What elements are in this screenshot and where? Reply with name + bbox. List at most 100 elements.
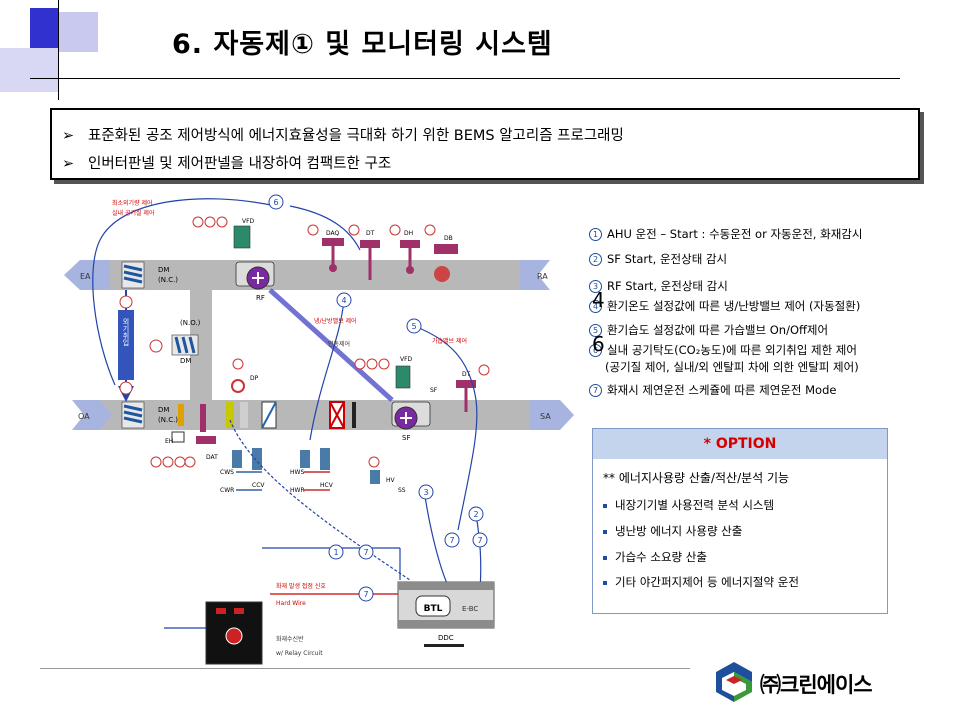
damper-mid-icon: [171, 334, 199, 356]
cwr-label: CWR: [220, 487, 234, 494]
company-logo-icon: [716, 662, 752, 702]
note-relay: w/ Relay Circuit: [276, 650, 323, 657]
note-fire-panel: 화재수신반: [276, 635, 304, 643]
dp-label: DP: [250, 375, 259, 382]
bullet-icon: [603, 503, 607, 508]
electric-heater-icon: [171, 404, 185, 443]
dat-label: DAT: [206, 454, 218, 461]
bullet-icon: [603, 580, 607, 585]
ai-markers: [232, 224, 490, 376]
svg-text:7: 7: [449, 536, 454, 545]
ddc-controller-icon: BTL E-BC: [397, 581, 495, 647]
fire-panel-icon: [205, 601, 263, 665]
option-item: 기타 야간퍼지제어 등 에너지절약 운전: [603, 574, 799, 590]
svg-text:2: 2: [473, 510, 478, 519]
sf-label: SF: [402, 434, 410, 442]
ea-label: EA: [80, 272, 91, 281]
damper-oa-icon: [121, 401, 145, 429]
oa-point-circles: [150, 456, 196, 468]
corner-square-lavender-2: [0, 48, 58, 92]
hv-valve-icon: [368, 456, 380, 484]
hcv-label: HCV: [320, 482, 334, 489]
interlock-line: [268, 288, 394, 402]
ccv-valve-icon: [232, 448, 262, 470]
svg-text:6: 6: [273, 198, 278, 207]
ea-arrow: [64, 260, 110, 290]
dm-top-sub: (N.C.): [158, 276, 178, 284]
ahu-control-diagram: EA RA OA SA DM (N.C.) (N.O.) DM DM (N.C.…: [64, 194, 574, 665]
svg-text:4: 4: [341, 296, 346, 305]
company-name: ㈜크린에이스: [760, 673, 873, 697]
vfd2-label: VFD: [400, 356, 413, 363]
dh-label: DH: [404, 230, 413, 237]
corner-square-lavender: [58, 12, 98, 52]
vertical-label: 외기취입: [122, 317, 130, 346]
dh-sensor-icon: [400, 240, 420, 274]
sa-arrow: [530, 400, 574, 430]
eh-label: EH: [165, 438, 173, 445]
overlay-digit: 4: [592, 288, 605, 312]
option-header: * OPTION: [593, 429, 887, 459]
feature-box: ➢표준화된 공조 제어방식에 에너지효율성을 극대화 하기 위한 BEMS 알고…: [50, 108, 920, 180]
ccv-label: CCV: [252, 482, 265, 489]
hcv-valve-icon: [300, 448, 330, 470]
dm-bot-sub: (N.C.): [158, 416, 178, 424]
vfd2-point-circles: [354, 358, 390, 370]
sa-label: SA: [540, 412, 551, 421]
daq-sensor-icon: [322, 238, 344, 272]
damper-ea-icon: [121, 261, 145, 289]
dt1-sensor-icon: [360, 240, 380, 280]
dat-sensor-icon: [196, 404, 216, 444]
svg-text:BTL: BTL: [424, 604, 443, 614]
option-item: 내장기기별 사용전력 분석 시스템: [603, 497, 774, 513]
db-label: DB: [444, 235, 453, 242]
hwr-label: HWR: [290, 487, 305, 494]
ra-label: RA: [537, 272, 548, 281]
feature-item: ➢인버터판넬 및 제어판넬을 내장하여 컴팩트한 구조: [62, 156, 392, 172]
svg-text:7: 7: [363, 548, 368, 557]
option-subtitle: ** 에너지사용량 산출/적산/분석 기능: [603, 471, 790, 485]
option-panel: * OPTION ** 에너지사용량 산출/적산/분석 기능 내장기기별 사용전…: [592, 428, 888, 614]
return-fan-icon: [235, 261, 275, 290]
option-item: 가습수 소요량 산출: [603, 549, 707, 565]
db-sensor-icon: [434, 244, 458, 282]
svg-text:3: 3: [423, 488, 428, 497]
dm-top-label: DM: [158, 266, 169, 274]
dm-mid-label: DM: [180, 357, 191, 365]
return-duct: [80, 260, 520, 290]
vfd1-point-circles: [192, 216, 228, 228]
humidifier-icon: [352, 402, 356, 428]
supply-fan-icon: [391, 401, 431, 430]
option-item: 냉난방 에너지 사용량 산출: [603, 523, 742, 539]
note-hard-wire: Hard Wire: [276, 600, 306, 607]
ddc-label: DDC: [438, 634, 454, 642]
svg-text:7: 7: [477, 536, 482, 545]
oa-arrow: [72, 400, 112, 430]
overlay-digit: 6: [592, 332, 605, 356]
feature-item: ➢표준화된 공조 제어방식에 에너지효율성을 극대화 하기 위한 BEMS 알고…: [62, 128, 624, 144]
bullet-icon: [603, 555, 607, 560]
dt2-label: DT: [462, 371, 471, 378]
signal-lines: [92, 198, 482, 591]
sf-top-label: SF: [430, 387, 438, 394]
callout-circles: 6 4 5 3 2 7 7 1 7 7: [268, 194, 488, 602]
mixing-duct: [190, 290, 212, 400]
note-min-oa: 최소외기량 제어: [112, 199, 153, 207]
note-iaq: 실내 공기질 제어: [112, 209, 154, 217]
ra-arrow: [520, 260, 550, 290]
rf-label: RF: [256, 294, 265, 302]
daq-label: DAQ: [326, 230, 340, 237]
page-title: 6. 자동제① 및 모니터링 시스템: [172, 29, 553, 60]
ss-label: SS: [398, 487, 406, 494]
bullet-arrow-icon: ➢: [62, 156, 75, 172]
corner-square-blue: [30, 8, 58, 48]
vfd2-icon: [395, 365, 411, 389]
svg-text:7: 7: [363, 590, 368, 599]
cws-label: CWS: [220, 469, 234, 476]
